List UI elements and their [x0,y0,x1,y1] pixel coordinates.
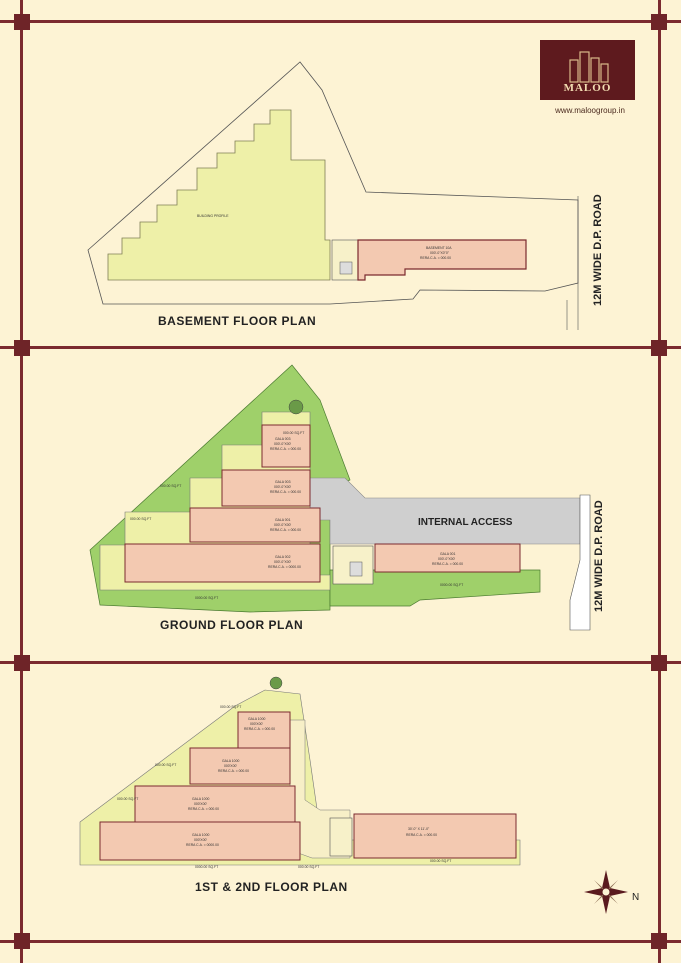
upper-stair [329,817,353,857]
upper-unit-4 [99,821,301,861]
ground-unit-3-line1: GALA 001 [275,518,291,522]
brand-name: MALOO [563,82,612,94]
upper-unit-3-line1: GALA 1000 [192,797,209,801]
north-label: N [632,892,639,903]
building-profile-label: BUILDING PROFILE [197,214,229,218]
ground-unit-3-line2: 000'-0"X00' [274,523,292,527]
ground-unit-1-line1: GALA 003 [275,437,291,441]
compass-icon [584,870,628,914]
ground-lift [349,561,363,577]
upper-unit-east [353,813,517,859]
ground-tree [288,399,304,415]
corner-mr1 [651,340,667,356]
basement-building-profile [107,109,331,281]
ground-unit-5-line2: 000'-0"X00' [438,557,456,561]
basement-site-boundary [87,61,579,305]
ground-road [569,494,591,631]
internal-access-label: INTERNAL ACCESS [418,517,513,528]
frame-top [0,20,681,23]
corner-ml1 [14,340,30,356]
upper-unit-4-line3: RERA C.A. = 0000.00 [186,843,219,847]
brand-logo: MALOO [540,40,635,100]
ground-unit-4-line2: 000'-0"X00' [274,560,292,564]
ground-unit-1-line2: 000'-0"X00' [274,442,292,446]
ground-unit-4 [124,543,321,583]
ground-unit-4-line3: RERA C.A. = 0000.00 [268,565,301,569]
ground-unit-2 [221,469,311,507]
ground-unit-5-line1: GALA 001 [440,552,456,556]
upper-unit-3-line3: RERA C.A. = 000.00 [188,807,219,811]
upper-area-3: 000.00 SQ.FT [117,797,138,801]
upper-tree [269,676,283,690]
divider-1 [0,346,681,349]
ground-unit-5-line3: RERA C.A. = 000.00 [432,562,463,566]
upper-area-2: 000.00 SQ.FT [155,763,176,767]
ground-unit-5 [374,543,521,573]
upper-unit-2-line2: 000'X00' [224,764,237,768]
upper-unit-3 [134,785,296,823]
upper-unit-2-line3: RERA C.A. = 000.00 [218,769,249,773]
upper-area-4: 0000.00 SQ.FT [195,865,218,869]
basement-unit-line3: RERA C.A. = 000.00 [420,256,451,260]
ground-unit-2-line2: 000'-0"X00' [274,485,292,489]
ground-unit-1-line3: RERA C.A. = 000.00 [270,447,301,451]
building-logo-icon [569,51,609,83]
ground-garden-south [329,569,541,607]
upper-unit-1-line1: GALA 1000 [248,717,265,721]
frame-left [20,0,23,963]
frame-right [658,0,661,963]
ground-title: GROUND FLOOR PLAN [160,618,304,632]
ground-area-5: 0000.00 SQ.FT [440,583,463,587]
upper-area-5: 000.00 SQ.FT [298,865,319,869]
basement-unit [357,239,527,281]
upper-unit-1-line3: RERA C.A. = 000.00 [244,727,275,731]
upper-unit-2 [189,747,291,785]
upper-unit-2-line1: GALA 1000 [222,759,239,763]
upper-east-line1: 30'-0" X 11'-0" [408,827,430,831]
upper-unit-1-line2: 000'X00' [250,722,263,726]
ground-area-4: 0000.00 SQ.FT [195,596,218,600]
corner-br [651,933,667,949]
upper-area-6: 000.00 SQ.FT [430,859,451,863]
frame-bottom [0,940,681,943]
corner-tl [14,14,30,30]
upper-unit-4-line1: GALA 1000 [192,833,209,837]
basement-unit-line1: BASEMENT 10A [426,246,452,250]
ground-unit-3-line3: RERA C.A. = 000.00 [270,528,301,532]
upper-east-line2: RERA C.A. = 000.00 [406,833,437,837]
corner-tr [651,14,667,30]
upper-unit-1 [237,711,291,749]
ground-unit-1 [261,424,311,468]
corner-ml2 [14,655,30,671]
ground-unit-4-line1: GALA 002 [275,555,291,559]
corner-mr2 [651,655,667,671]
basement-title: BASEMENT FLOOR PLAN [158,314,317,328]
upper-title: 1ST & 2ND FLOOR PLAN [195,880,348,894]
ground-unit-3 [189,507,321,543]
upper-area-1: 000.00 SQ.FT [220,705,241,709]
upper-unit-3-line2: 000'X00' [194,802,207,806]
ground-area-3: 000.00 SQ.FT [130,517,151,521]
corner-bl [14,933,30,949]
divider-2 [0,661,681,664]
website-url: www.maloogroup.in [555,106,625,115]
upper-unit-4-line2: 000'X00' [194,838,207,842]
ground-area-1: 000.00 SQ.FT [283,431,304,435]
ground-unit-2-line1: GALA 003 [275,480,291,484]
ground-area-2: 000.00 SQ.FT [160,484,181,488]
basement-stair-lift [339,261,353,275]
ground-unit-2-line3: RERA C.A. = 000.00 [270,490,301,494]
basement-unit-line2: 000'-0"X0"0" [430,251,450,255]
